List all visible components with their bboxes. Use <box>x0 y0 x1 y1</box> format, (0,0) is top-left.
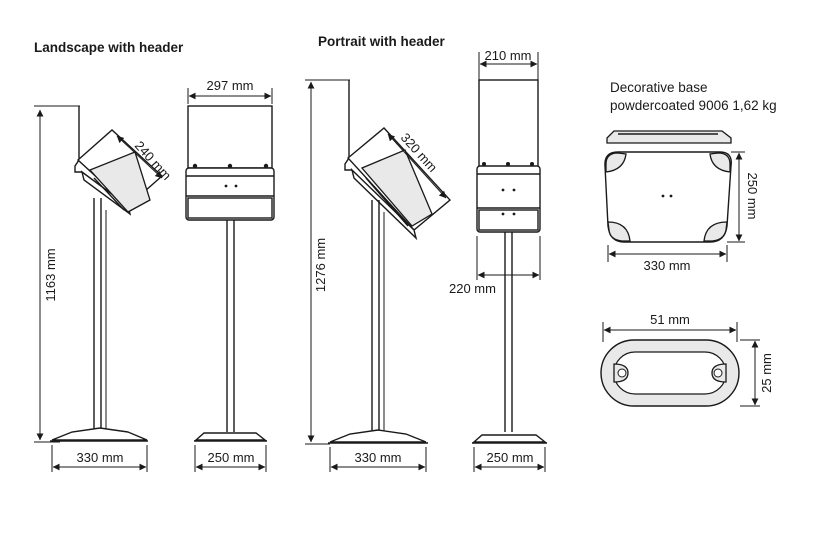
dim-tube-depth: 25 mm <box>759 353 774 393</box>
landscape-side-view: 1163 mm 240 mm 330 mm <box>34 105 174 472</box>
landscape-front-view: 297 mm 250 mm <box>185 78 275 472</box>
dim-portrait-base-width: 330 mm <box>355 450 402 465</box>
heading-decorative-base-line2: powdercoated 9006 1,62 kg <box>610 98 777 113</box>
dim-deco-base-depth: 250 mm <box>745 173 760 220</box>
dim-landscape-front-base: 250 mm <box>208 450 255 465</box>
heading-decorative-base-line1: Decorative base <box>610 80 708 95</box>
dim-landscape-front-width: 297 mm <box>207 78 254 93</box>
dim-landscape-base-width: 330 mm <box>77 450 124 465</box>
tube-cross-section: 51 mm 25 mm <box>600 312 774 407</box>
heading-portrait: Portrait with header <box>318 34 446 49</box>
dim-portrait-front-box: 220 mm <box>449 281 496 296</box>
heading-landscape: Landscape with header <box>34 40 184 55</box>
portrait-side-view: 1276 mm 320 mm 330 mm <box>305 79 452 472</box>
dim-portrait-front-width: 210 mm <box>485 48 532 63</box>
decorative-base-drawing: 250 mm 330 mm <box>604 130 760 273</box>
portrait-front-view: 210 mm 220 mm 250 mm <box>449 48 548 472</box>
dim-deco-base-width: 330 mm <box>644 258 691 273</box>
dim-tube-width: 51 mm <box>650 312 690 327</box>
dim-portrait-height: 1276 mm <box>313 238 328 292</box>
dim-portrait-front-base: 250 mm <box>487 450 534 465</box>
dim-landscape-height: 1163 mm <box>43 248 58 301</box>
